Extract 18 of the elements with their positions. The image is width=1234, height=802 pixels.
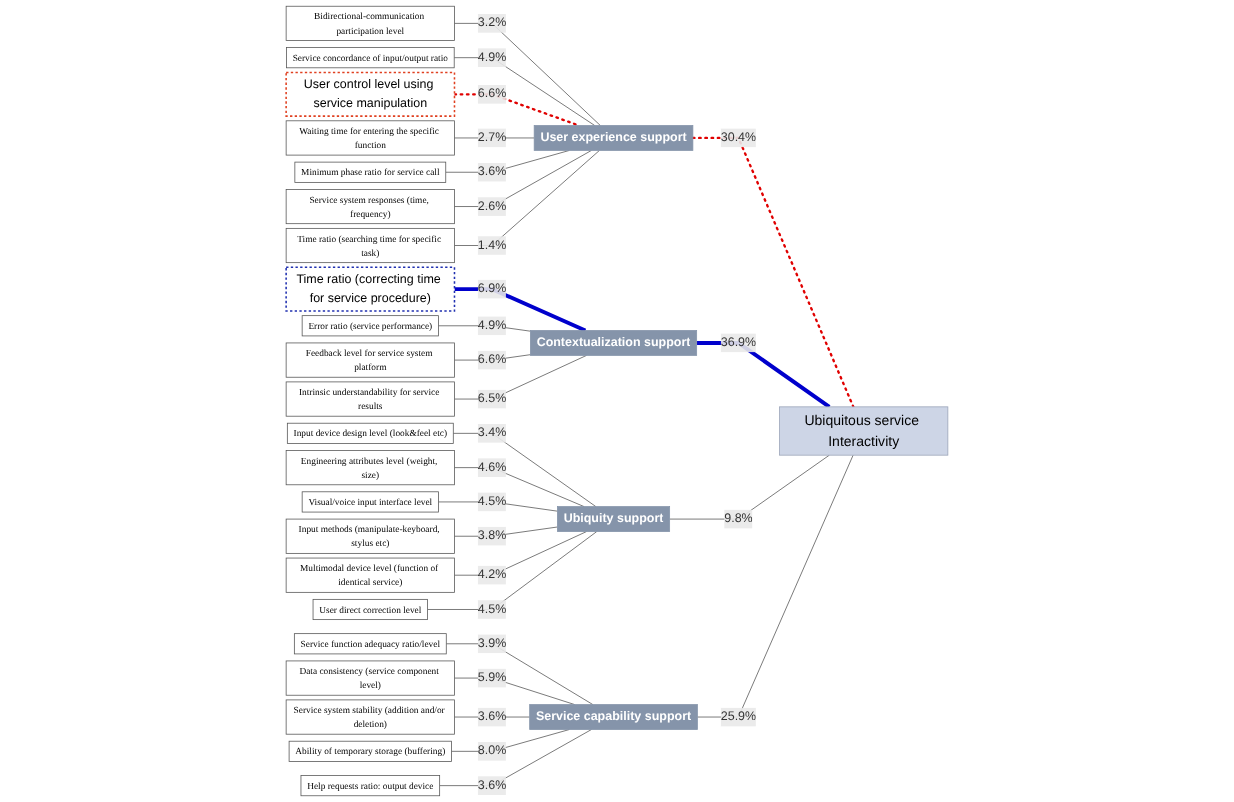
connector xyxy=(696,341,831,409)
connector xyxy=(691,136,855,409)
connector xyxy=(445,150,570,173)
connector xyxy=(454,150,592,207)
connector xyxy=(445,643,594,705)
connector xyxy=(454,677,576,705)
connector xyxy=(439,729,592,786)
connector xyxy=(454,23,601,126)
connector xyxy=(454,467,585,507)
connector xyxy=(453,57,596,126)
connector xyxy=(451,729,570,752)
connector xyxy=(438,501,558,512)
connector xyxy=(697,454,854,718)
connector xyxy=(669,454,830,520)
connector xyxy=(452,432,597,507)
connector xyxy=(454,150,600,246)
connector xyxy=(454,287,587,333)
connector xyxy=(453,93,580,127)
